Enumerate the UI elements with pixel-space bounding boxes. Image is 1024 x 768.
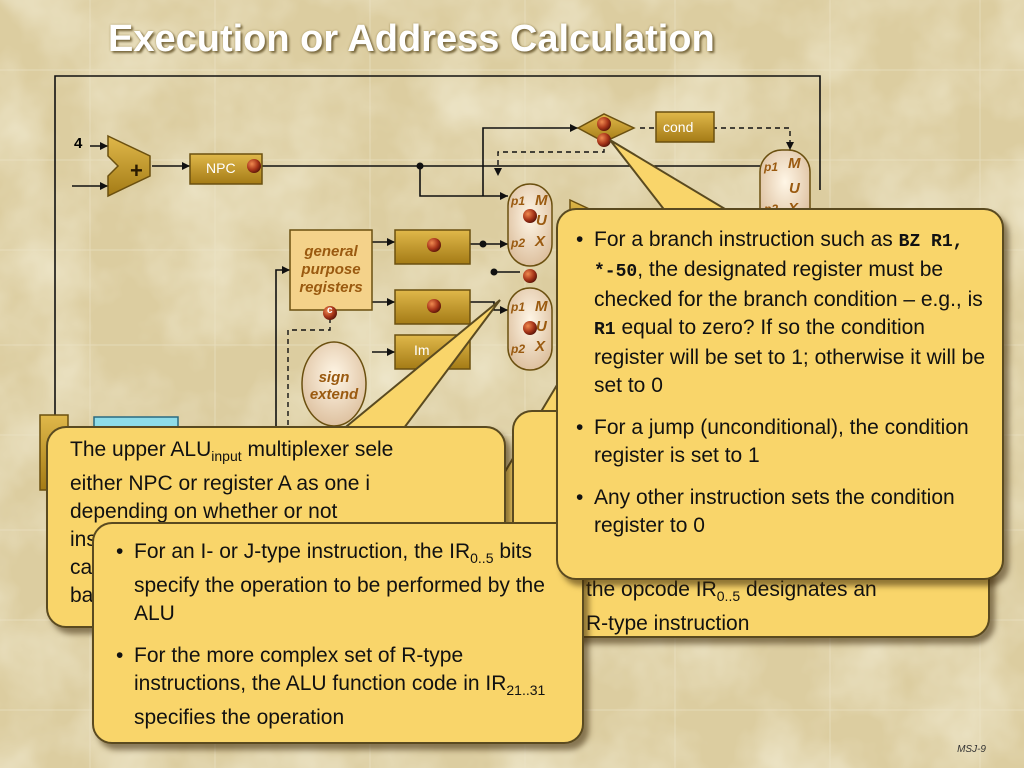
upper-alu-line-4: ins	[70, 528, 97, 552]
mux-mid-left-p2: p2	[511, 342, 526, 356]
branch-item-1: For a branch instruction such as BZ R1, …	[574, 226, 986, 400]
mux-right-m: M	[788, 155, 801, 172]
slide-footer: MSJ-9	[957, 744, 986, 755]
upper-alu-line-1: The upper ALUinput multiplexer sele	[70, 438, 394, 465]
callout-branch: For a branch instruction such as BZ R1, …	[556, 208, 1004, 580]
mux-top-left-x: X	[535, 233, 546, 250]
mux-top-left	[507, 183, 553, 267]
alu-operation-item-2: For the more complex set of R-type instr…	[114, 642, 562, 732]
alu-operation-item-1: For an I- or J-type instruction, the IR0…	[114, 538, 562, 628]
gpr-line-2: purpose	[301, 261, 361, 278]
mux-mid-left-m: M	[535, 298, 548, 315]
imm-label: Im	[414, 342, 430, 358]
mux-mid-left-u: U	[536, 318, 547, 335]
feedback-wire	[54, 75, 821, 420]
alu-operation-list: For an I- or J-type instruction, the IR0…	[114, 538, 562, 732]
cond-label: cond	[663, 119, 694, 135]
gpr-label: general purpose registers	[290, 243, 372, 297]
const-four-label: 4	[74, 135, 83, 152]
upper-alu-line-6: ba	[70, 584, 94, 608]
sign-extend-line-2: extend	[309, 386, 359, 403]
mux-top-left-u: U	[536, 212, 547, 229]
general-purpose-registers	[289, 229, 373, 311]
adder-label: +	[130, 158, 143, 183]
upper-alu-line-5: ca	[70, 556, 93, 580]
branch-item-2: For a jump (unconditional), the conditio…	[574, 414, 986, 470]
branch-list: For a branch instruction such as BZ R1, …	[574, 226, 986, 540]
mux-right-u: U	[789, 180, 800, 197]
tail-upper-alu	[327, 299, 501, 441]
slide-title: Execution or Address Calculation	[108, 18, 715, 60]
rtype-line-2: R-type instruction	[586, 612, 750, 636]
sign-extend-line-1: sign	[318, 369, 350, 386]
cond-register	[655, 111, 715, 143]
upper-alu-line-2: either NPC or register A as one i	[70, 472, 370, 496]
mux-right-p1: p1	[764, 160, 779, 174]
rtype-line-1: the opcode IR0..5 designates an	[586, 578, 877, 605]
mux-top-left-p1: p1	[511, 194, 526, 208]
gpr-line-1: general	[304, 243, 358, 260]
mux-mid-left-x: X	[535, 338, 546, 355]
mux-top-left-m: M	[535, 192, 548, 209]
adder-block	[107, 134, 151, 198]
c-marker-label: c	[327, 305, 333, 316]
sign-extend-label: sign extend	[302, 369, 366, 403]
mux-top-left-p2: p2	[511, 236, 526, 250]
mux-mid-left-p1: p1	[511, 300, 526, 314]
upper-alu-line-3: depending on whether or not	[70, 500, 338, 524]
callout-alu-operation: For an I- or J-type instruction, the IR0…	[92, 522, 584, 744]
gpr-line-3: registers	[299, 279, 363, 296]
npc-label: NPC	[206, 160, 236, 176]
branch-item-3: Any other instruction sets the condition…	[574, 484, 986, 540]
